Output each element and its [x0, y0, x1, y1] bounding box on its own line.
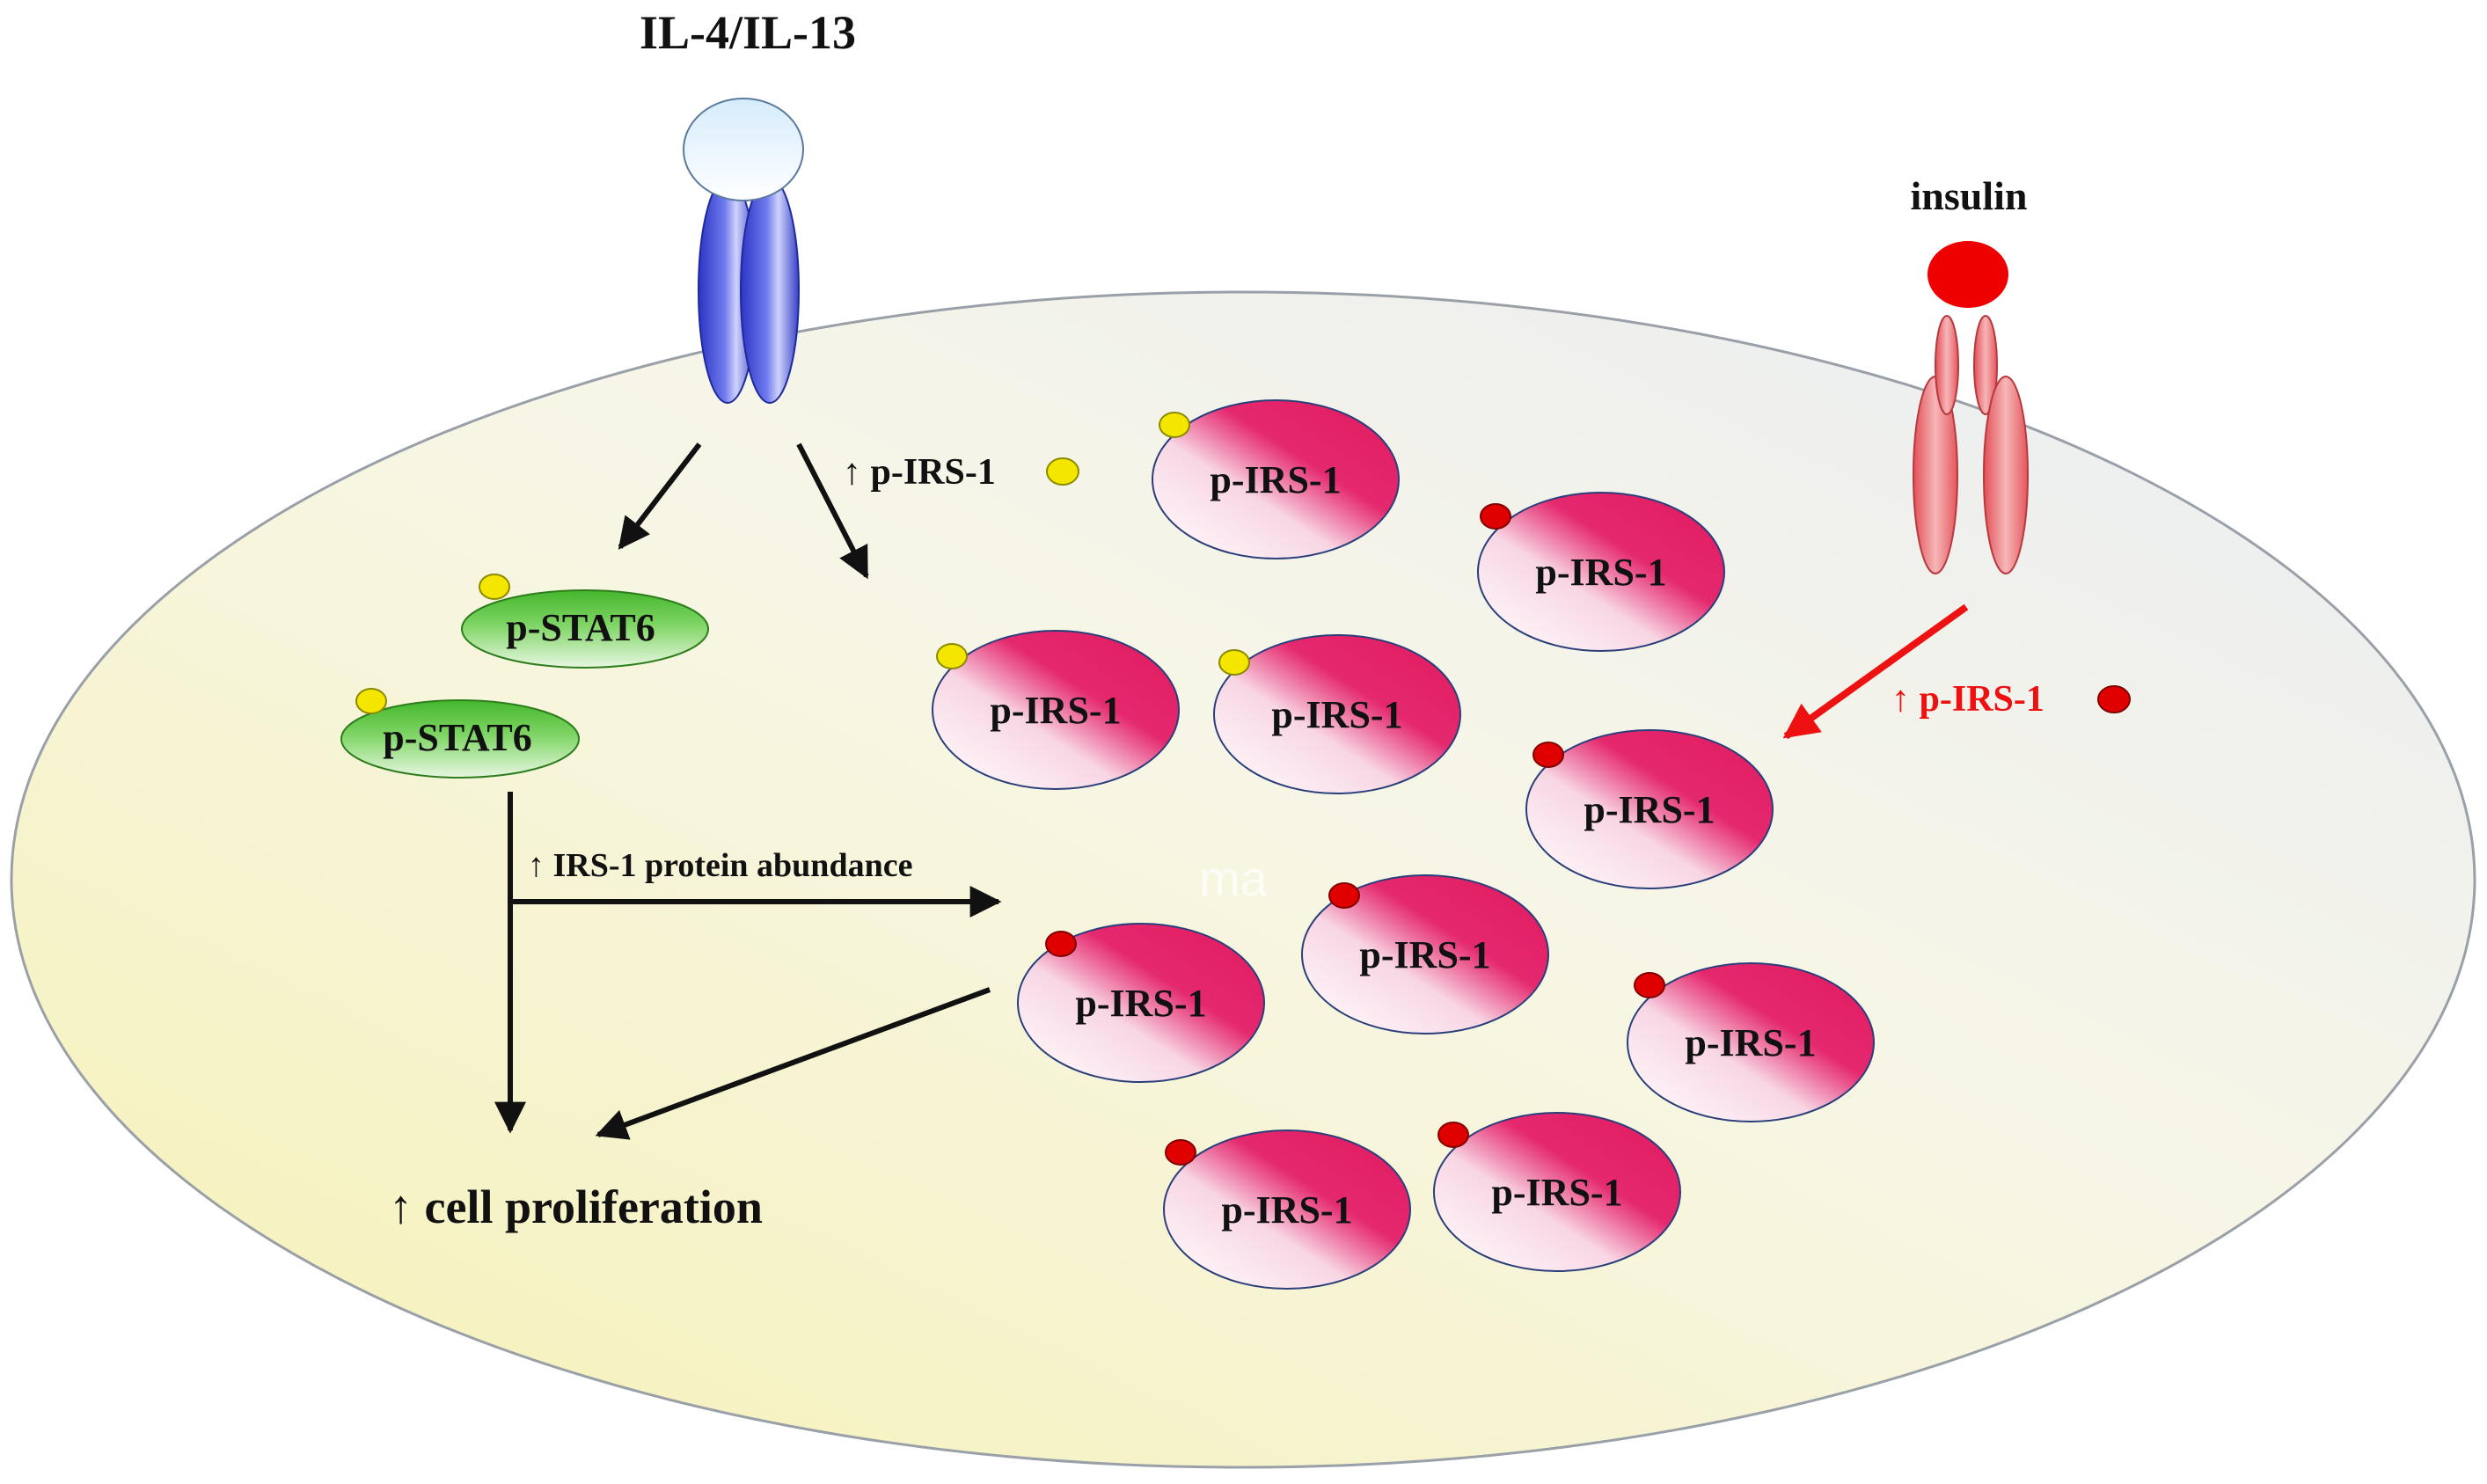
- red-phosphate: [1480, 503, 1511, 530]
- insulin-receptor-chain-4: [1983, 376, 2029, 574]
- insulin-arrow: [1782, 603, 1969, 740]
- p-irs1-protein: p-IRS-1: [932, 630, 1180, 790]
- p-irs1-protein: p-IRS-1: [1213, 634, 1461, 794]
- il4-il13-receptor: [683, 98, 804, 404]
- stat6-label: p-STAT6: [506, 606, 655, 649]
- irs1-body: [1433, 1112, 1681, 1272]
- irs1-body: [1525, 729, 1774, 889]
- irs1-body: [1017, 923, 1265, 1083]
- red-phosphate: [1532, 742, 1564, 768]
- stat6-body: [340, 699, 580, 779]
- yellow-phosphate-legend: [1046, 457, 1079, 486]
- yellow-phosphate: [355, 688, 387, 714]
- irs1-body: [1163, 1129, 1411, 1290]
- insulin-irs1-label: ↑ p-IRS-1: [1891, 679, 2044, 720]
- irs1-label: p-IRS-1: [1535, 551, 1666, 594]
- il4-irs1-label: ↑ p-IRS-1: [843, 452, 996, 493]
- insulin-receptor: [1913, 241, 2029, 574]
- yellow-phosphate: [1218, 649, 1250, 676]
- irs1-abundance-label: ↑ IRS-1 protein abundance: [528, 847, 912, 884]
- p-irs1-protein: p-IRS-1: [1301, 874, 1549, 1034]
- irs1-body: [1477, 492, 1725, 652]
- arrow-irs1-to-proliferation: [595, 987, 991, 1140]
- red-phosphate: [1437, 1122, 1469, 1148]
- red-phosphate: [1165, 1139, 1196, 1166]
- irs1-label: p-IRS-1: [1491, 1171, 1622, 1214]
- p-irs1-protein: p-IRS-1: [1477, 492, 1725, 652]
- yellow-phosphate: [936, 643, 968, 669]
- irs1-label: p-IRS-1: [1221, 1188, 1352, 1232]
- irs1-label: p-IRS-1: [1584, 788, 1715, 831]
- irs1-label: p-IRS-1: [1685, 1021, 1816, 1064]
- yellow-phosphate: [479, 574, 510, 600]
- irs1-label: p-IRS-1: [1075, 982, 1206, 1025]
- irs1-label: p-IRS-1: [1359, 933, 1490, 976]
- irs1-label: p-IRS-1: [1271, 693, 1402, 736]
- cell-proliferation-label: ↑ cell proliferation: [389, 1181, 763, 1233]
- irs1-label: p-IRS-1: [990, 689, 1121, 732]
- stat6-label: p-STAT6: [383, 716, 532, 759]
- insulin-receptor-chain-2: [1935, 315, 1959, 415]
- il4-receptor-chain-right: [740, 177, 800, 404]
- irs1-body: [1213, 634, 1461, 794]
- arrow-to-irs1: [796, 442, 869, 580]
- il4-ligand: [683, 98, 804, 201]
- red-phosphate: [1045, 931, 1077, 957]
- insulin-receptor-chain-3: [1973, 315, 1998, 415]
- il4-il13-title: IL-4/IL-13: [640, 6, 856, 59]
- p-irs1-protein: p-IRS-1: [1152, 399, 1400, 559]
- cell-body: [10, 290, 2476, 1469]
- stat6-body: [461, 589, 709, 669]
- red-phosphate-legend: [2097, 685, 2131, 713]
- insulin-ligand: [1927, 241, 2008, 308]
- irs1-body: [1152, 399, 1400, 559]
- irs1-body: [932, 630, 1180, 790]
- irs1-body: [1301, 874, 1549, 1034]
- watermark: ma: [1199, 851, 1269, 906]
- red-phosphate: [1328, 882, 1360, 909]
- arrow-to-stat6: [618, 442, 702, 550]
- p-irs1-protein: p-IRS-1: [1525, 729, 1774, 889]
- p-irs1-protein: p-IRS-1: [1017, 923, 1265, 1083]
- irs1-label: p-IRS-1: [1210, 458, 1341, 501]
- p-irs1-protein: p-IRS-1: [1627, 962, 1875, 1122]
- irs1-body: [1627, 962, 1875, 1122]
- insulin-title: insulin: [1911, 173, 2028, 218]
- p-irs1-protein: p-IRS-1: [1163, 1129, 1411, 1290]
- stat6-protein-1: p-STAT6: [461, 574, 709, 669]
- yellow-phosphate: [1159, 412, 1190, 438]
- p-irs1-protein: p-IRS-1: [1433, 1112, 1681, 1272]
- stat6-protein-2: p-STAT6: [340, 688, 580, 779]
- red-phosphate: [1634, 972, 1665, 998]
